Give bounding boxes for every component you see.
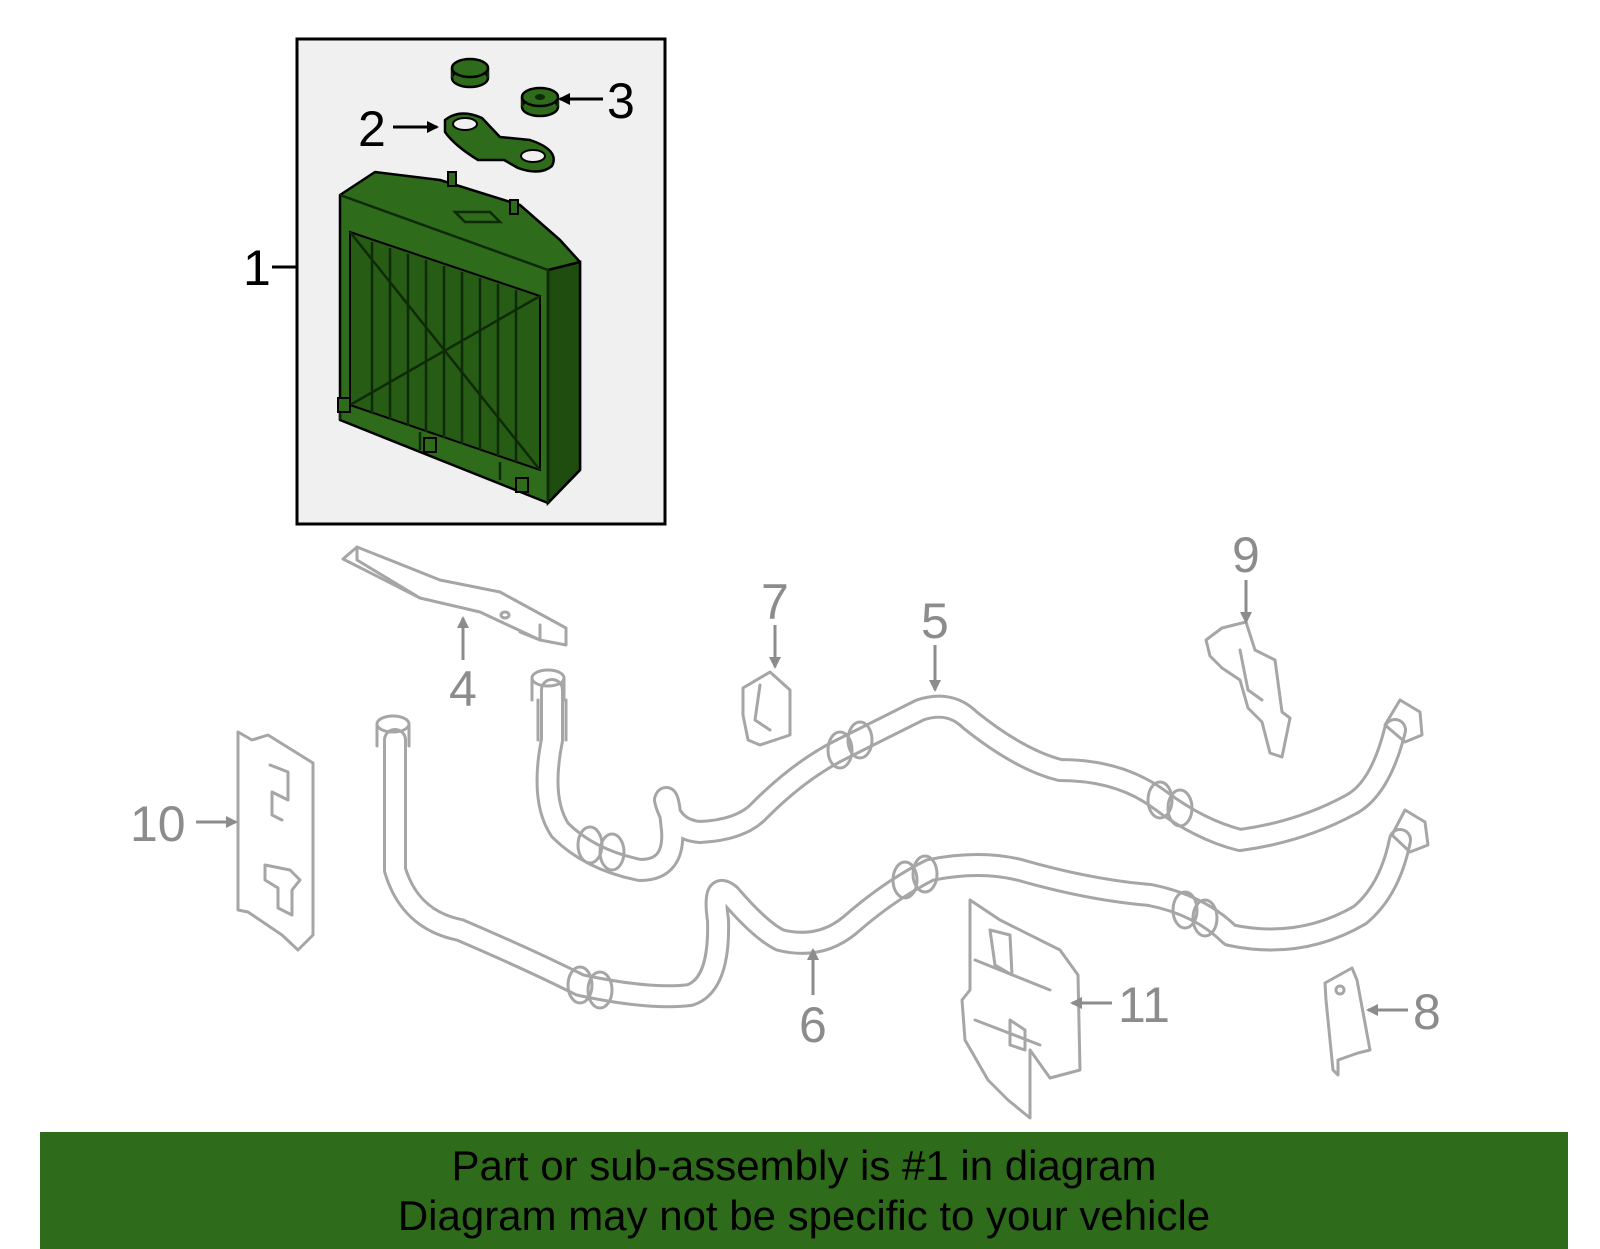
shield-part-10[interactable] (236, 730, 315, 952)
banner-line-1: Part or sub-assembly is #1 in diagram (451, 1141, 1157, 1189)
duct-part-4[interactable] (341, 545, 568, 647)
cooler-line-part-5[interactable] (530, 668, 1424, 882)
callout-1[interactable]: 1 (243, 240, 271, 296)
callout-7[interactable]: 7 (761, 574, 789, 630)
callout-8[interactable]: 8 (1413, 984, 1441, 1040)
oil-cooler-part-1[interactable] (337, 170, 582, 507)
banner-line-2: Diagram may not be specific to your vehi… (397, 1191, 1211, 1239)
callout-3[interactable]: 3 (607, 73, 635, 129)
callout-5[interactable]: 5 (921, 593, 949, 649)
callout-4[interactable]: 4 (449, 661, 477, 717)
shield-part-11[interactable] (960, 898, 1082, 1120)
bracket-part-9[interactable] (1204, 620, 1292, 759)
callout-10[interactable]: 10 (130, 796, 186, 852)
callout-2[interactable]: 2 (358, 101, 386, 157)
grommet-part-3[interactable] (450, 57, 560, 118)
bracket-part-2[interactable] (443, 112, 555, 173)
callout-11[interactable]: 11 (1118, 977, 1170, 1033)
info-banner: Part or sub-assembly is #1 in diagram Di… (40, 1132, 1568, 1249)
callout-9[interactable]: 9 (1232, 527, 1260, 583)
callout-6[interactable]: 6 (799, 997, 827, 1053)
clip-part-7[interactable] (741, 670, 792, 747)
cooler-line-part-6[interactable] (375, 714, 1430, 1010)
bracket-part-8[interactable] (1323, 966, 1372, 1077)
